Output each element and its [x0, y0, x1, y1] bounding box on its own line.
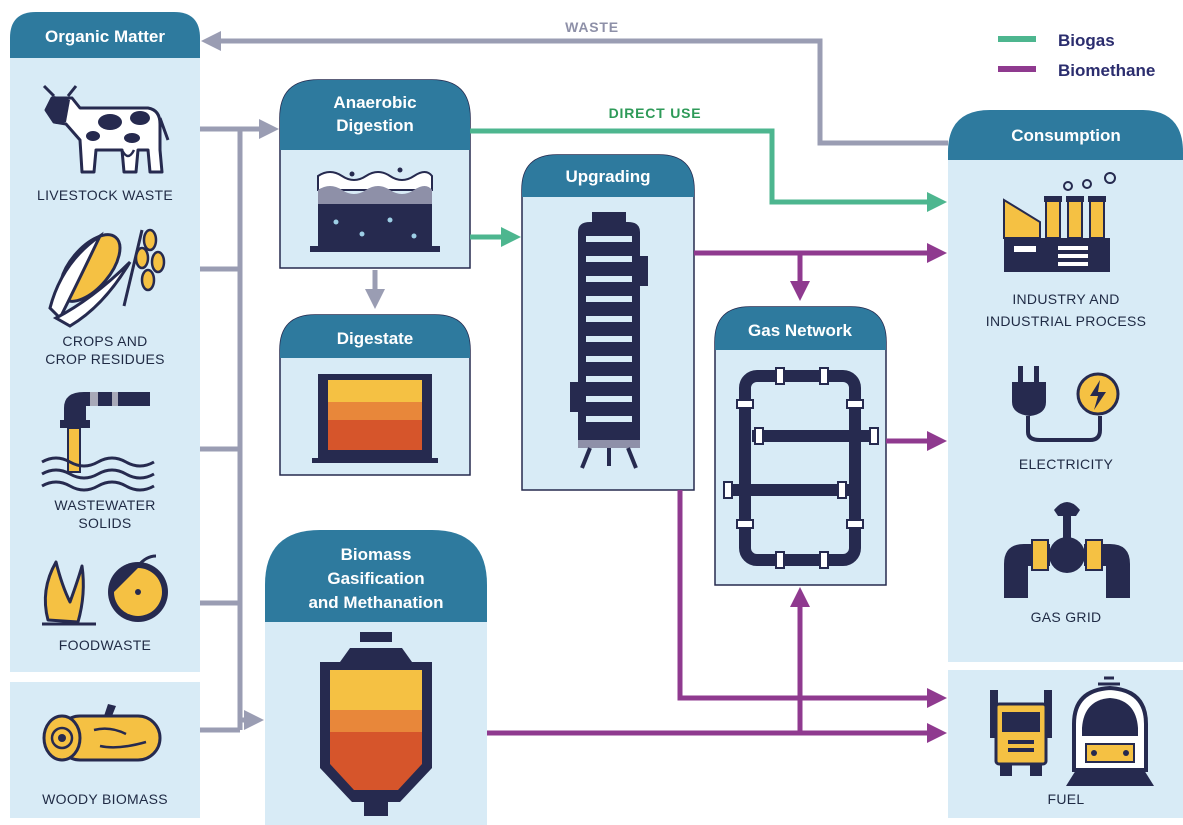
- woody-biomass-label: WOODY BIOMASS: [42, 791, 168, 807]
- cow-icon: [42, 84, 170, 174]
- fuel-label: FUEL: [1048, 791, 1085, 807]
- digestate-title: Digestate: [337, 329, 414, 348]
- gas-network-pipes-icon: [723, 367, 879, 569]
- crops-label-line1: CROPS AND: [62, 333, 147, 349]
- wastewater-label-line2: SOLIDS: [78, 515, 131, 531]
- legend-biogas-label: Biogas: [1058, 31, 1115, 50]
- gasifier-reactor-icon: [320, 632, 432, 816]
- gas-network-title: Gas Network: [748, 321, 852, 340]
- gas-valve-icon: [1004, 502, 1130, 598]
- foodwaste-label: FOODWASTE: [59, 637, 151, 653]
- organic-input-arrows: [200, 119, 385, 733]
- anaerobic-title-line2: Digestion: [336, 116, 413, 135]
- gas-grid-label: GAS GRID: [1031, 609, 1102, 625]
- waste-flow-label: WASTE: [565, 19, 619, 35]
- organic-matter-title: Organic Matter: [45, 27, 165, 46]
- electricity-label: ELECTRICITY: [1019, 456, 1114, 472]
- legend-biomethane-swatch: [998, 66, 1036, 72]
- foodwaste-icon: [42, 554, 168, 626]
- log-icon: [42, 704, 162, 762]
- upgrading-column-icon: [570, 212, 648, 469]
- livestock-waste-label: LIVESTOCK WASTE: [37, 187, 173, 203]
- wastewater-pipe-icon: [41, 392, 155, 492]
- consumption-title: Consumption: [1011, 126, 1121, 145]
- factory-icon: [1003, 172, 1116, 272]
- electric-plug-icon: [1012, 366, 1120, 442]
- corn-wheat-icon: [48, 228, 166, 328]
- biomass-title-line1: Biomass: [341, 545, 412, 564]
- upgrading-title: Upgrading: [566, 167, 651, 186]
- crops-label-line2: CROP RESIDUES: [45, 351, 165, 367]
- industry-label-line1: INDUSTRY AND: [1012, 291, 1119, 307]
- train-icon: [1066, 676, 1154, 786]
- industry-label-line2: INDUSTRIAL PROCESS: [986, 313, 1146, 329]
- legend: Biogas Biomethane: [998, 31, 1155, 80]
- biogas-arrows: [470, 128, 947, 247]
- anaerobic-title-line1: Anaerobic: [333, 93, 416, 112]
- wastewater-label-line1: WASTEWATER: [54, 497, 155, 513]
- waste-return-arrow: [201, 31, 948, 146]
- legend-biomethane-label: Biomethane: [1058, 61, 1155, 80]
- biomass-title-line2: Gasification: [327, 569, 424, 588]
- organic-matter-panel: Organic Matter: [10, 12, 200, 672]
- digester-tank-icon: [310, 167, 440, 252]
- legend-biogas-swatch: [998, 36, 1036, 42]
- truck-icon: [990, 690, 1052, 776]
- direct-use-flow-label: DIRECT USE: [609, 105, 702, 121]
- biomass-title-line3: and Methanation: [308, 593, 443, 612]
- digestate-container-icon: [312, 374, 438, 463]
- biomethane-arrows: [487, 243, 947, 743]
- consumption-panel: Consumption: [948, 110, 1183, 662]
